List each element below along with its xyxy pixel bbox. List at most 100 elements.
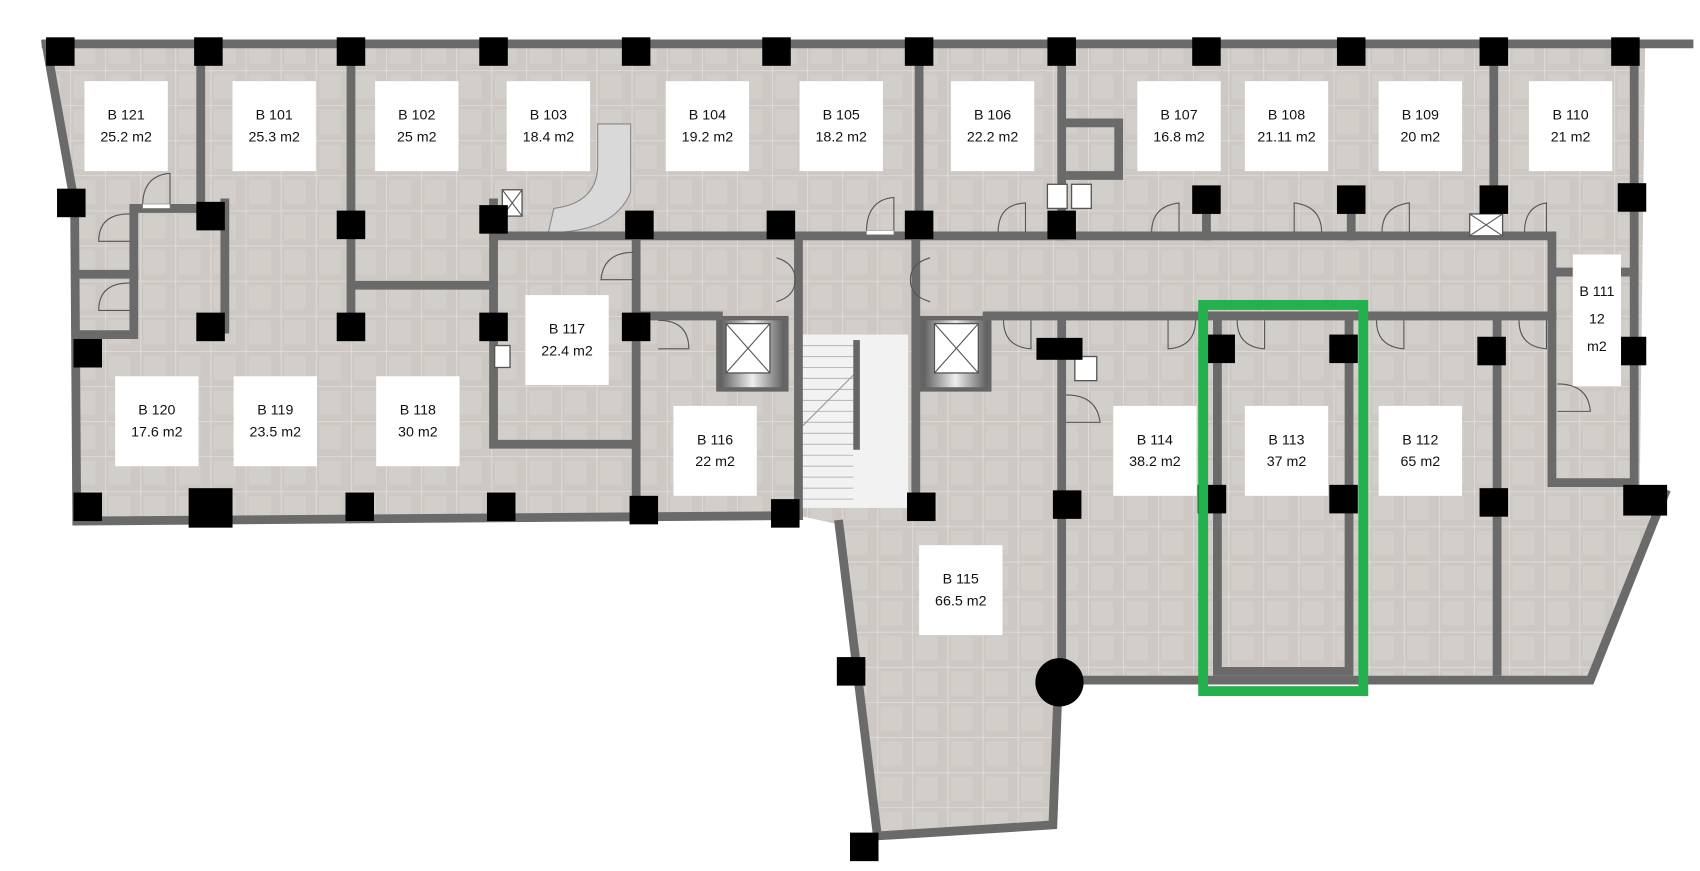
room-area: 25.2 m2 (100, 130, 152, 146)
pillar (336, 37, 366, 66)
room-number: B 104 (689, 108, 726, 124)
room-number: B 108 (1268, 108, 1305, 124)
room-area: 17.6 m2 (131, 425, 183, 441)
room-area: 18.2 m2 (815, 130, 867, 146)
room-label-box (232, 81, 316, 172)
pillar (629, 495, 659, 525)
pillar (904, 37, 934, 66)
room-b120[interactable]: B 120 17.6 m2 (115, 376, 199, 467)
pillar (907, 492, 936, 522)
room-b119[interactable]: B 119 23.5 m2 (233, 376, 317, 467)
room-b117[interactable]: B 117 22.4 m2 (525, 295, 609, 386)
room-label-box (1244, 405, 1329, 496)
pillar (836, 657, 866, 686)
pillar (57, 188, 86, 218)
pillar (850, 832, 879, 862)
room-area: 65 m2 (1401, 454, 1441, 470)
main-staircase (800, 334, 909, 508)
pillar (345, 492, 374, 522)
room-area: 37 m2 (1267, 454, 1307, 470)
room-area: 66.5 m2 (935, 594, 987, 610)
pillar (46, 37, 75, 66)
room-number: B 113 (1268, 432, 1304, 448)
room-label-box (1378, 81, 1462, 172)
pillar (766, 210, 796, 240)
room-number: B 115 (943, 572, 979, 588)
room-area: 21.11 m2 (1257, 130, 1315, 146)
pillar (1336, 37, 1366, 66)
pillar (1329, 334, 1358, 364)
room-b115[interactable]: B 115 66.5 m2 (919, 545, 1003, 636)
room-label-box (375, 81, 459, 172)
pillar (336, 210, 366, 240)
room-label-box (115, 376, 199, 467)
room-label-box (1378, 405, 1462, 496)
room-number: B 105 (823, 108, 860, 124)
room-number: B 116 (697, 432, 733, 448)
highlighted-room-outline-b113[interactable] (1198, 300, 1369, 697)
ventilation-shafts (493, 183, 1504, 382)
pillar (1479, 37, 1509, 66)
pillar (1036, 337, 1083, 360)
pillar (1192, 185, 1221, 214)
round-column (1035, 658, 1084, 707)
room-label-box (376, 376, 460, 467)
room-area: 22.4 m2 (541, 343, 593, 359)
pillar (194, 37, 223, 66)
room-number: B 114 (1137, 432, 1173, 448)
room-number: B 120 (138, 403, 175, 419)
room-area: 16.8 m2 (1153, 130, 1205, 146)
pillar (1206, 334, 1235, 364)
room-number: B 106 (974, 108, 1011, 124)
room-b105[interactable]: B 105 18.2 m2 (799, 81, 883, 172)
room-area: 18.4 m2 (523, 130, 575, 146)
room-area: m2 (1587, 339, 1607, 355)
pillar (621, 312, 651, 342)
pillar (1329, 484, 1358, 514)
room-b113[interactable]: B 113 37 m2 (1244, 405, 1329, 496)
room-b121[interactable]: B 121 25.2 m2 (84, 81, 168, 172)
room-number: B 121 (108, 108, 145, 124)
room-label-box (84, 81, 168, 172)
room-label-box (1528, 81, 1613, 172)
room-area: 23.5 m2 (250, 425, 302, 441)
pillar (625, 210, 654, 240)
pillar (1611, 37, 1640, 66)
room-label-box (1137, 81, 1221, 172)
pillar (479, 205, 508, 234)
room-number: B 117 (549, 321, 585, 337)
pillar (1479, 488, 1509, 517)
room-area: 20 m2 (1401, 130, 1441, 146)
pillar (486, 492, 516, 522)
room-label-box (665, 81, 750, 172)
room-label-box (525, 295, 609, 386)
room-label-box (506, 81, 591, 172)
pillar (1336, 185, 1366, 214)
room-b108[interactable]: B 108 21.11 m2 (1244, 81, 1329, 172)
pillar (336, 312, 366, 342)
room-label-box (233, 376, 317, 467)
room-number: B 111 (1579, 284, 1614, 300)
room-label-box (799, 81, 883, 172)
pillar (1479, 185, 1509, 214)
room-number: B 119 (257, 403, 293, 419)
pillar (1617, 183, 1647, 212)
pillar (1617, 336, 1647, 366)
pillar (1623, 484, 1668, 516)
room-area: 25.3 m2 (248, 130, 300, 146)
pillar (1477, 336, 1506, 366)
